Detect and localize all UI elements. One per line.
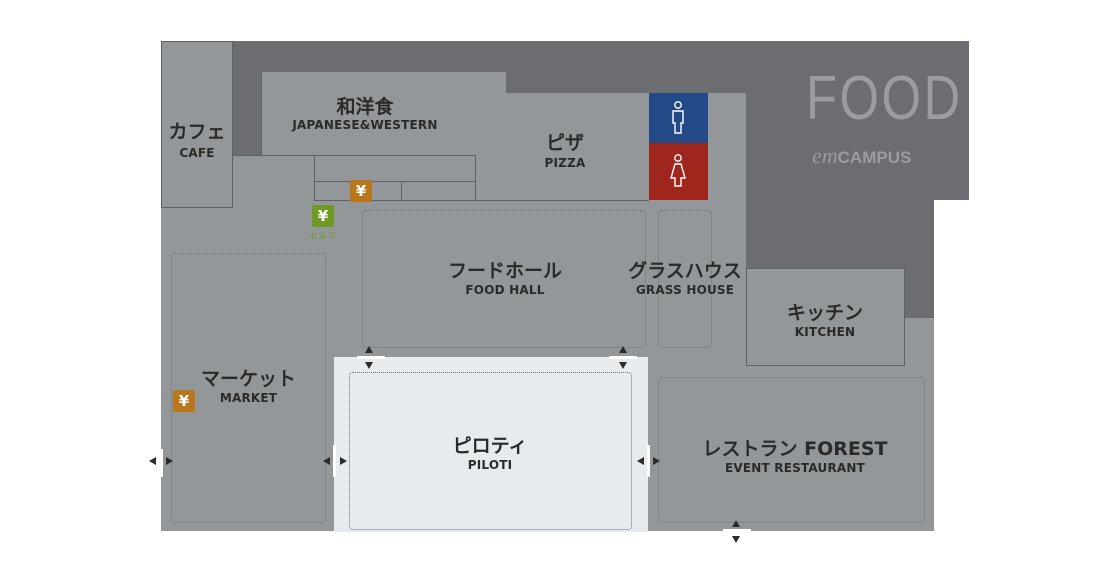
entrance-arrow-piloti-right-in — [653, 457, 660, 465]
cashier-icon: ¥ — [350, 180, 372, 202]
area-kitchen[interactable]: キッチン KITCHEN — [746, 298, 904, 348]
floor-title: FOOD — [806, 64, 963, 133]
food-hall-label-jp: フードホール — [447, 260, 562, 282]
entrance-arrow-hall-left-down — [365, 362, 373, 369]
market-cashier-icon: ¥ — [173, 390, 195, 412]
entrance-arrow-hall-left-up — [365, 346, 373, 353]
self-checkout-icon: ¥ — [312, 205, 334, 227]
kitchen-label-jp: キッチン — [786, 302, 863, 324]
piloti-label-en: PILOTI — [467, 458, 513, 472]
entrance-arrow-piloti-left-in — [340, 457, 347, 465]
entrance-gap-piloti-right — [647, 445, 650, 477]
female-icon — [670, 154, 686, 187]
piloti-area — [334, 357, 648, 532]
cafe-label-jp: カフェ — [168, 121, 226, 143]
pizza-label-jp: ピザ — [545, 132, 584, 154]
entrance-gap-piloti-left — [333, 445, 336, 477]
entrance-arrow-left-in — [166, 457, 173, 465]
area-piloti[interactable]: ピロティ PILOTI — [380, 431, 600, 481]
restaurant-zone — [658, 377, 925, 523]
entrance-arrow-hall-right-up — [619, 346, 627, 353]
grass-house-label-jp: グラスハウス — [628, 260, 742, 282]
restroom-men[interactable] — [649, 93, 708, 143]
brand-suffix: CAMPUS — [837, 148, 912, 167]
food-hall-label-en: FOOD HALL — [465, 283, 545, 297]
restroom-women[interactable] — [649, 143, 708, 200]
restaurant-label-jp: レストラン FOREST — [702, 438, 888, 460]
japanese-western-label-jp: 和洋食 — [336, 96, 394, 118]
entrance-arrow-bottom-up — [732, 520, 740, 527]
area-japanese-western[interactable]: 和洋食 JAPANESE&WESTERN — [265, 90, 465, 140]
male-icon — [672, 101, 684, 134]
piloti-zone — [349, 372, 632, 530]
brand-prefix: em — [812, 143, 838, 168]
market-zone — [171, 253, 326, 523]
entrance-gap-hall-right — [609, 356, 637, 359]
cafe-label-en: CAFE — [179, 146, 215, 160]
entrance-arrow-left-out — [149, 457, 156, 465]
piloti-label-jp: ピロティ — [452, 435, 528, 457]
area-cafe[interactable]: カフェ CAFE — [161, 115, 233, 165]
area-market[interactable]: マーケット MARKET — [171, 364, 326, 414]
food-hall-zone — [362, 210, 646, 348]
grass-house-zone — [658, 210, 712, 348]
kitchen-room — [746, 268, 905, 366]
building-dark-block — [232, 41, 969, 318]
entrance-arrow-piloti-right-out — [637, 457, 644, 465]
restaurant-label-en: EVENT RESTAURANT — [724, 461, 866, 475]
entrance-gap-left — [160, 449, 163, 477]
area-food-hall[interactable]: フードホール FOOD HALL — [400, 256, 610, 306]
area-grass-house[interactable]: グラスハウス GRASS HOUSE — [620, 256, 750, 306]
kitchen-label-en: KITCHEN — [794, 325, 856, 339]
brand-logo: emCAMPUS — [812, 143, 911, 169]
market-label-en: MARKET — [219, 391, 278, 405]
pizza-label-en: PIZZA — [544, 156, 586, 170]
area-restaurant[interactable]: レストラン FOREST EVENT RESTAURANT — [680, 434, 910, 484]
grass-house-label-en: GRASS HOUSE — [635, 283, 735, 297]
entrance-gap-hall-left — [357, 356, 385, 359]
japanese-western-label-en: JAPANESE&WESTERN — [292, 118, 438, 132]
entrance-arrow-piloti-left-out — [323, 457, 330, 465]
entrance-arrow-bottom-down — [732, 536, 740, 543]
entrance-gap-bottom — [723, 529, 751, 532]
area-pizza[interactable]: ピザ PIZZA — [520, 128, 610, 178]
market-label-jp: マーケット — [200, 368, 296, 390]
self-checkout-label: セルフ — [309, 232, 337, 242]
entrance-arrow-hall-right-down — [619, 362, 627, 369]
